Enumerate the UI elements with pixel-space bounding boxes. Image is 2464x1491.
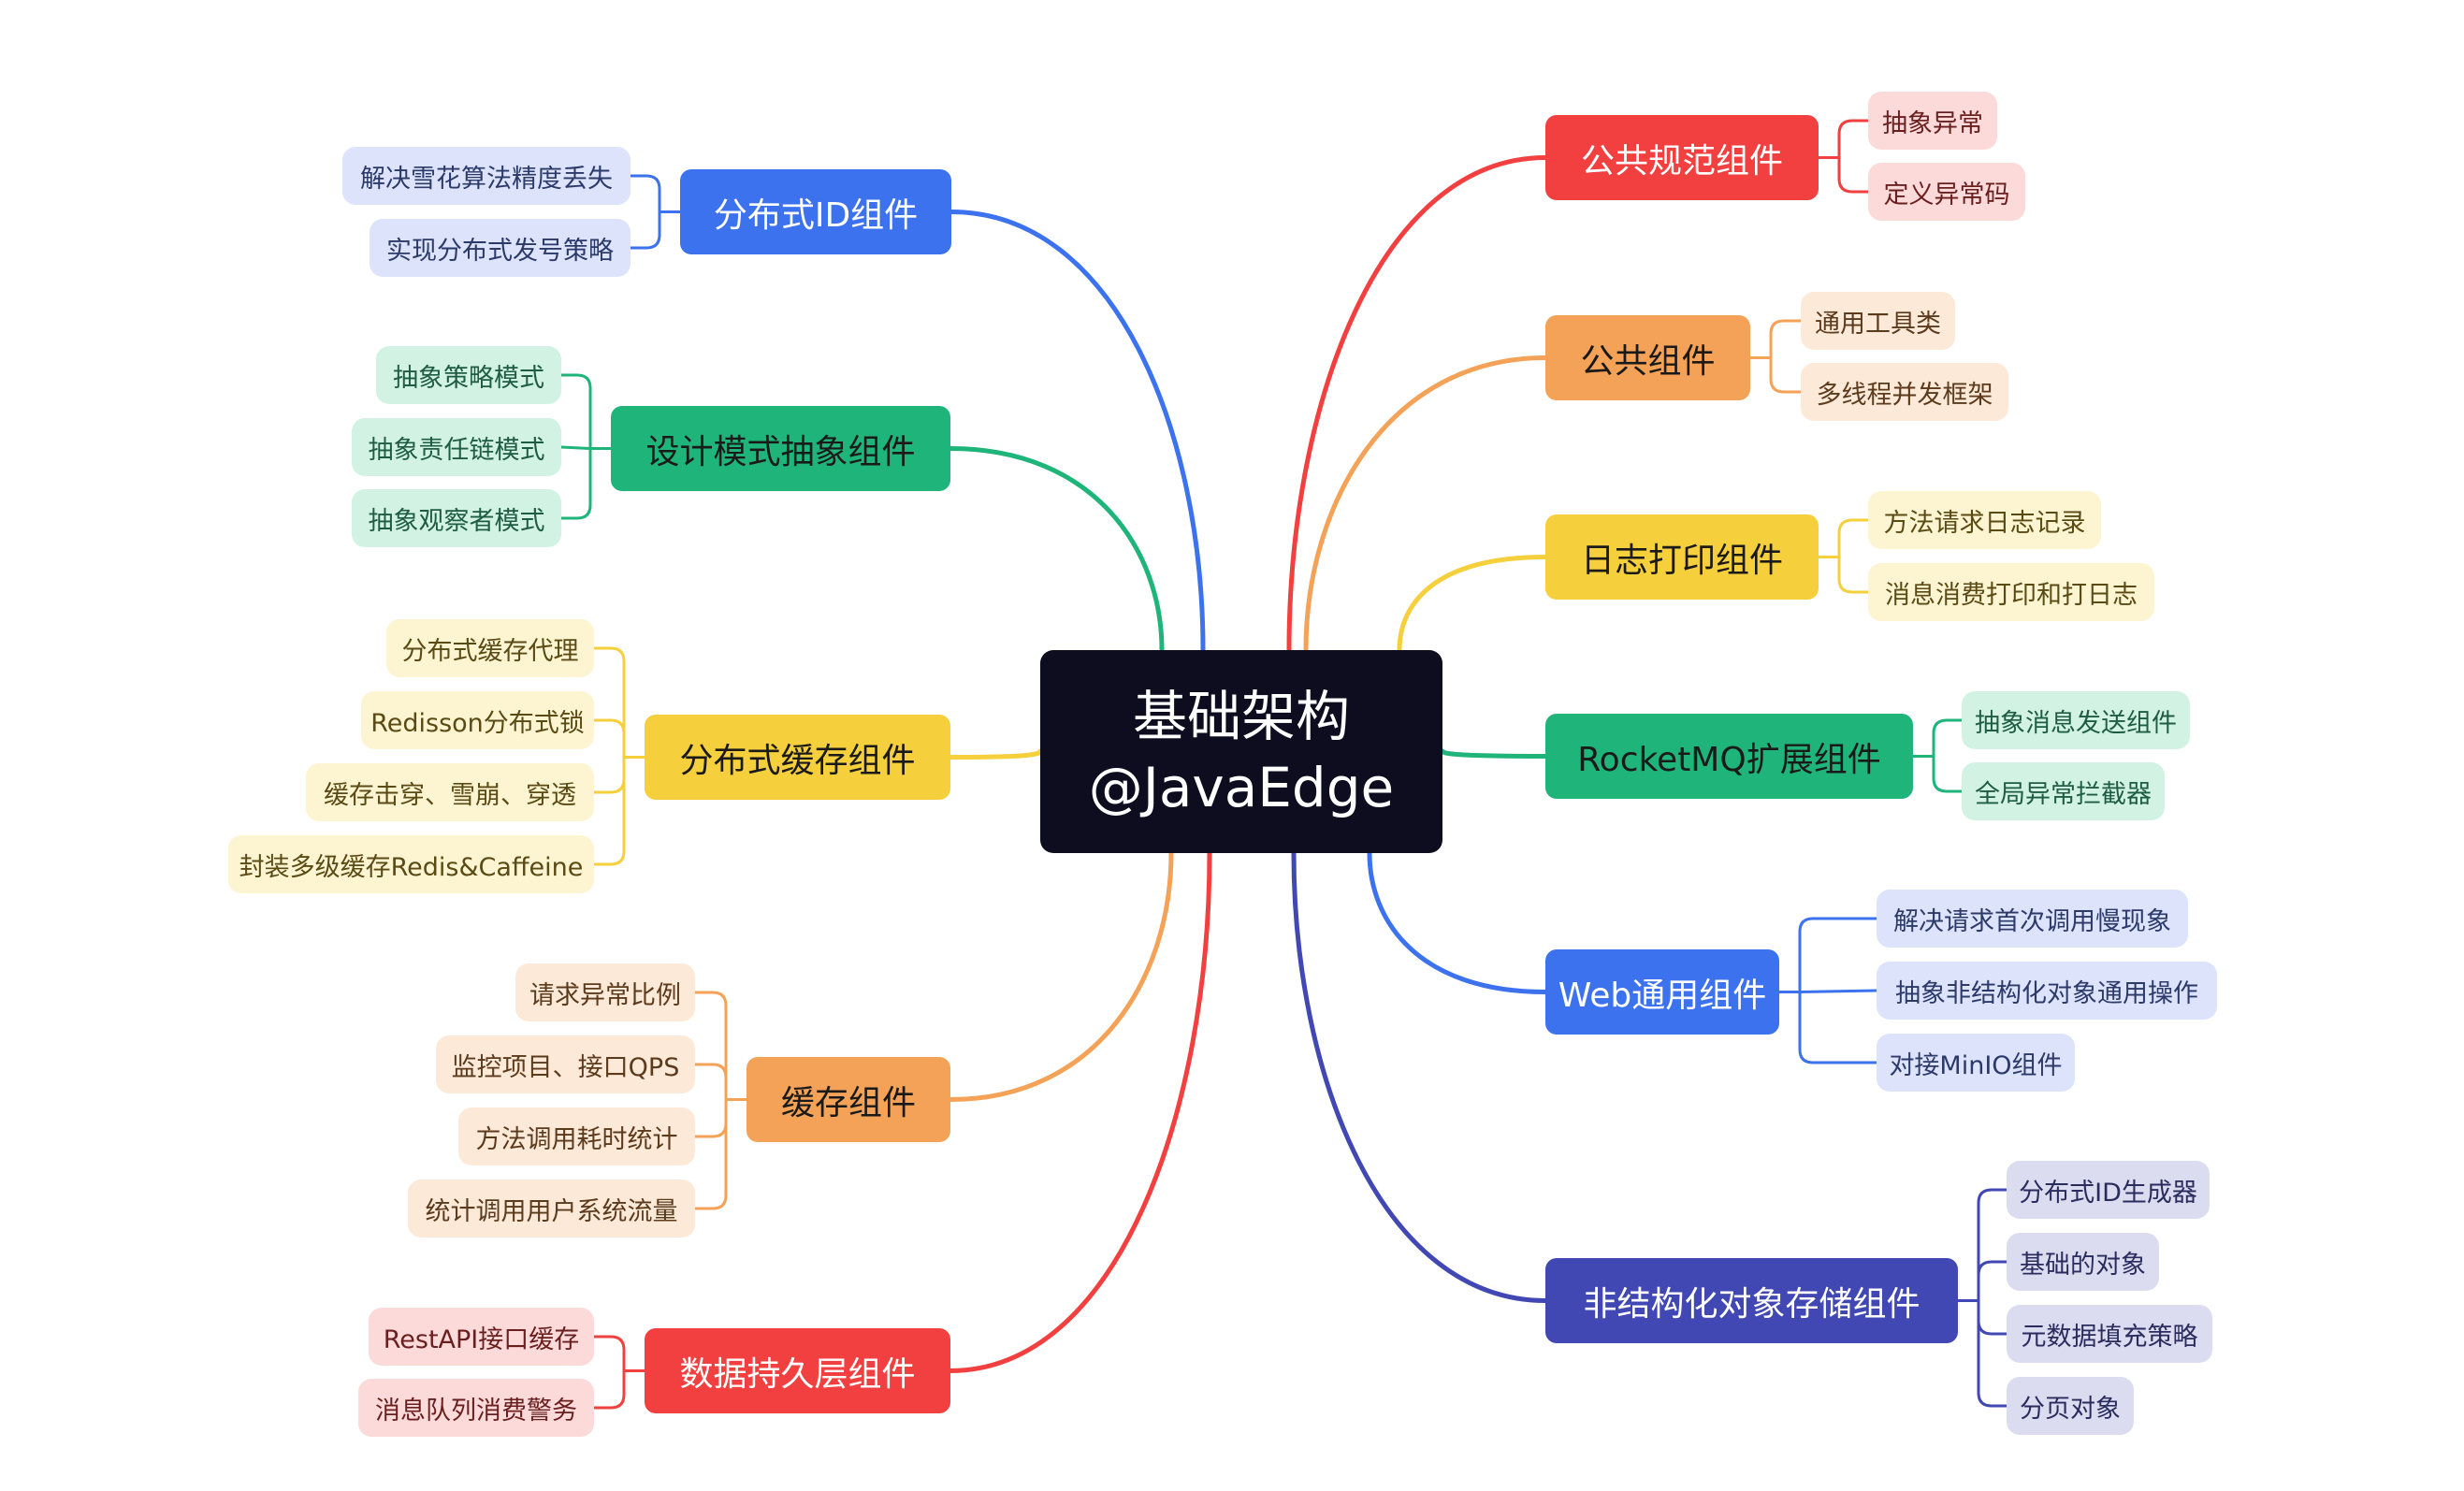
connector-line <box>948 446 1165 653</box>
leaf-node[interactable]: 抽象非结构化对象通用操作 <box>1877 962 2217 1020</box>
leaf-node[interactable]: 抽象观察者模式 <box>352 489 561 547</box>
leaf-node[interactable]: 消息队列消费警务 <box>358 1379 594 1437</box>
connector-line <box>693 1063 728 1101</box>
connector-line <box>1977 1299 2008 1336</box>
leaf-node[interactable]: 抽象异常 <box>1868 92 1997 150</box>
leaf-node[interactable]: 抽象策略模式 <box>376 346 561 404</box>
connector-line <box>1397 555 1548 653</box>
connector-line <box>1303 355 1548 653</box>
connector-line <box>592 1369 626 1410</box>
leaf-node[interactable]: 实现分布式发号策略 <box>370 219 630 277</box>
branch-node-common[interactable]: 公共组件 <box>1545 315 1750 400</box>
connector-line <box>1798 917 1878 993</box>
leaf-node[interactable]: 缓存击穿、雪崩、穿透 <box>306 763 594 821</box>
root-title: 基础架构 <box>1132 684 1350 748</box>
root-subtitle: @JavaEdge <box>1088 755 1395 819</box>
leaf-node[interactable]: 元数据填充策略 <box>2007 1305 2212 1363</box>
branch-node-spec[interactable]: 公共规范组件 <box>1545 115 1819 200</box>
leaf-node[interactable]: 分布式缓存代理 <box>386 619 594 677</box>
connector-line <box>1837 556 1870 594</box>
connector-line <box>1977 1260 2008 1302</box>
connector-line <box>1932 718 1964 758</box>
connector-line <box>1837 119 1870 159</box>
connector-line <box>592 756 626 794</box>
connector-line <box>948 850 1212 1373</box>
root-node[interactable]: 基础架构 @JavaEdge <box>1040 650 1442 853</box>
connector-line <box>592 718 626 759</box>
leaf-node[interactable]: Redisson分布式锁 <box>361 691 594 749</box>
leaf-node[interactable]: 对接MinIO组件 <box>1877 1034 2075 1092</box>
branch-node-persist[interactable]: 数据持久层组件 <box>645 1328 950 1413</box>
connector-line <box>592 756 626 866</box>
connector-line <box>1367 850 1548 994</box>
leaf-node[interactable]: 分页对象 <box>2007 1377 2134 1435</box>
branch-node-design[interactable]: 设计模式抽象组件 <box>611 406 950 491</box>
leaf-node[interactable]: 解决请求首次调用慢现象 <box>1877 890 2188 948</box>
leaf-node[interactable]: 通用工具类 <box>1801 292 1955 350</box>
connector-line <box>1837 518 1870 558</box>
leaf-node[interactable]: 方法请求日志记录 <box>1868 491 2101 549</box>
leaf-node[interactable]: 多线程并发框架 <box>1801 363 2008 421</box>
leaf-node[interactable]: 封装多级缓存Redis&Caffeine <box>228 835 594 893</box>
branch-node-objstore[interactable]: 非结构化对象存储组件 <box>1545 1258 1958 1343</box>
branch-node-cache[interactable]: 缓存组件 <box>746 1057 950 1142</box>
connector-line <box>629 174 661 213</box>
connector-line <box>1769 319 1803 359</box>
leaf-node[interactable]: 抽象责任链模式 <box>352 418 561 476</box>
leaf-node[interactable]: RestAPI接口缓存 <box>369 1308 594 1366</box>
branch-node-web[interactable]: Web通用组件 <box>1545 949 1779 1035</box>
connector-line <box>1837 156 1870 194</box>
connector-line <box>1769 356 1803 394</box>
leaf-node[interactable]: 方法调用耗时统计 <box>458 1107 695 1165</box>
connector-line <box>949 210 1206 653</box>
connector-line <box>1286 155 1548 653</box>
branch-node-dist-id[interactable]: 分布式ID组件 <box>680 169 951 254</box>
connector-line <box>1977 1299 2008 1408</box>
connector-line <box>693 1098 728 1138</box>
connector-line <box>948 850 1174 1102</box>
connector-line <box>629 210 661 250</box>
leaf-node[interactable]: 基础的对象 <box>2007 1233 2159 1291</box>
leaf-node[interactable]: 解决雪花算法精度丢失 <box>342 147 630 205</box>
leaf-node[interactable]: 定义异常码 <box>1868 163 2025 221</box>
connector-line <box>592 646 626 759</box>
branch-node-rocketmq[interactable]: RocketMQ扩展组件 <box>1545 714 1913 799</box>
connector-line <box>1798 991 1878 1064</box>
leaf-node[interactable]: 抽象消息发送组件 <box>1962 691 2190 749</box>
connector-line <box>693 991 728 1101</box>
leaf-node[interactable]: 分布式ID生成器 <box>2007 1161 2210 1219</box>
branch-node-log[interactable]: 日志打印组件 <box>1545 514 1819 600</box>
leaf-node[interactable]: 请求异常比例 <box>515 963 695 1021</box>
branch-node-dist-cache[interactable]: 分布式缓存组件 <box>645 715 950 800</box>
connector-line <box>693 1098 728 1210</box>
leaf-node[interactable]: 全局异常拦截器 <box>1962 762 2165 820</box>
connector-line <box>1440 748 1548 759</box>
connector-line <box>559 445 592 450</box>
leaf-node[interactable]: 统计调用用户系统流量 <box>408 1180 695 1238</box>
leaf-node[interactable]: 监控项目、接口QPS <box>436 1035 695 1093</box>
connector-line <box>1798 989 1878 993</box>
connector-line <box>1932 755 1964 793</box>
connector-line <box>559 373 592 450</box>
connector-line <box>1977 1188 2008 1302</box>
connector-line <box>1291 850 1548 1303</box>
connector-line <box>948 748 1043 760</box>
connector-line <box>592 1335 626 1372</box>
connector-line <box>559 447 592 520</box>
leaf-node[interactable]: 消息消费打印和打日志 <box>1868 563 2154 621</box>
